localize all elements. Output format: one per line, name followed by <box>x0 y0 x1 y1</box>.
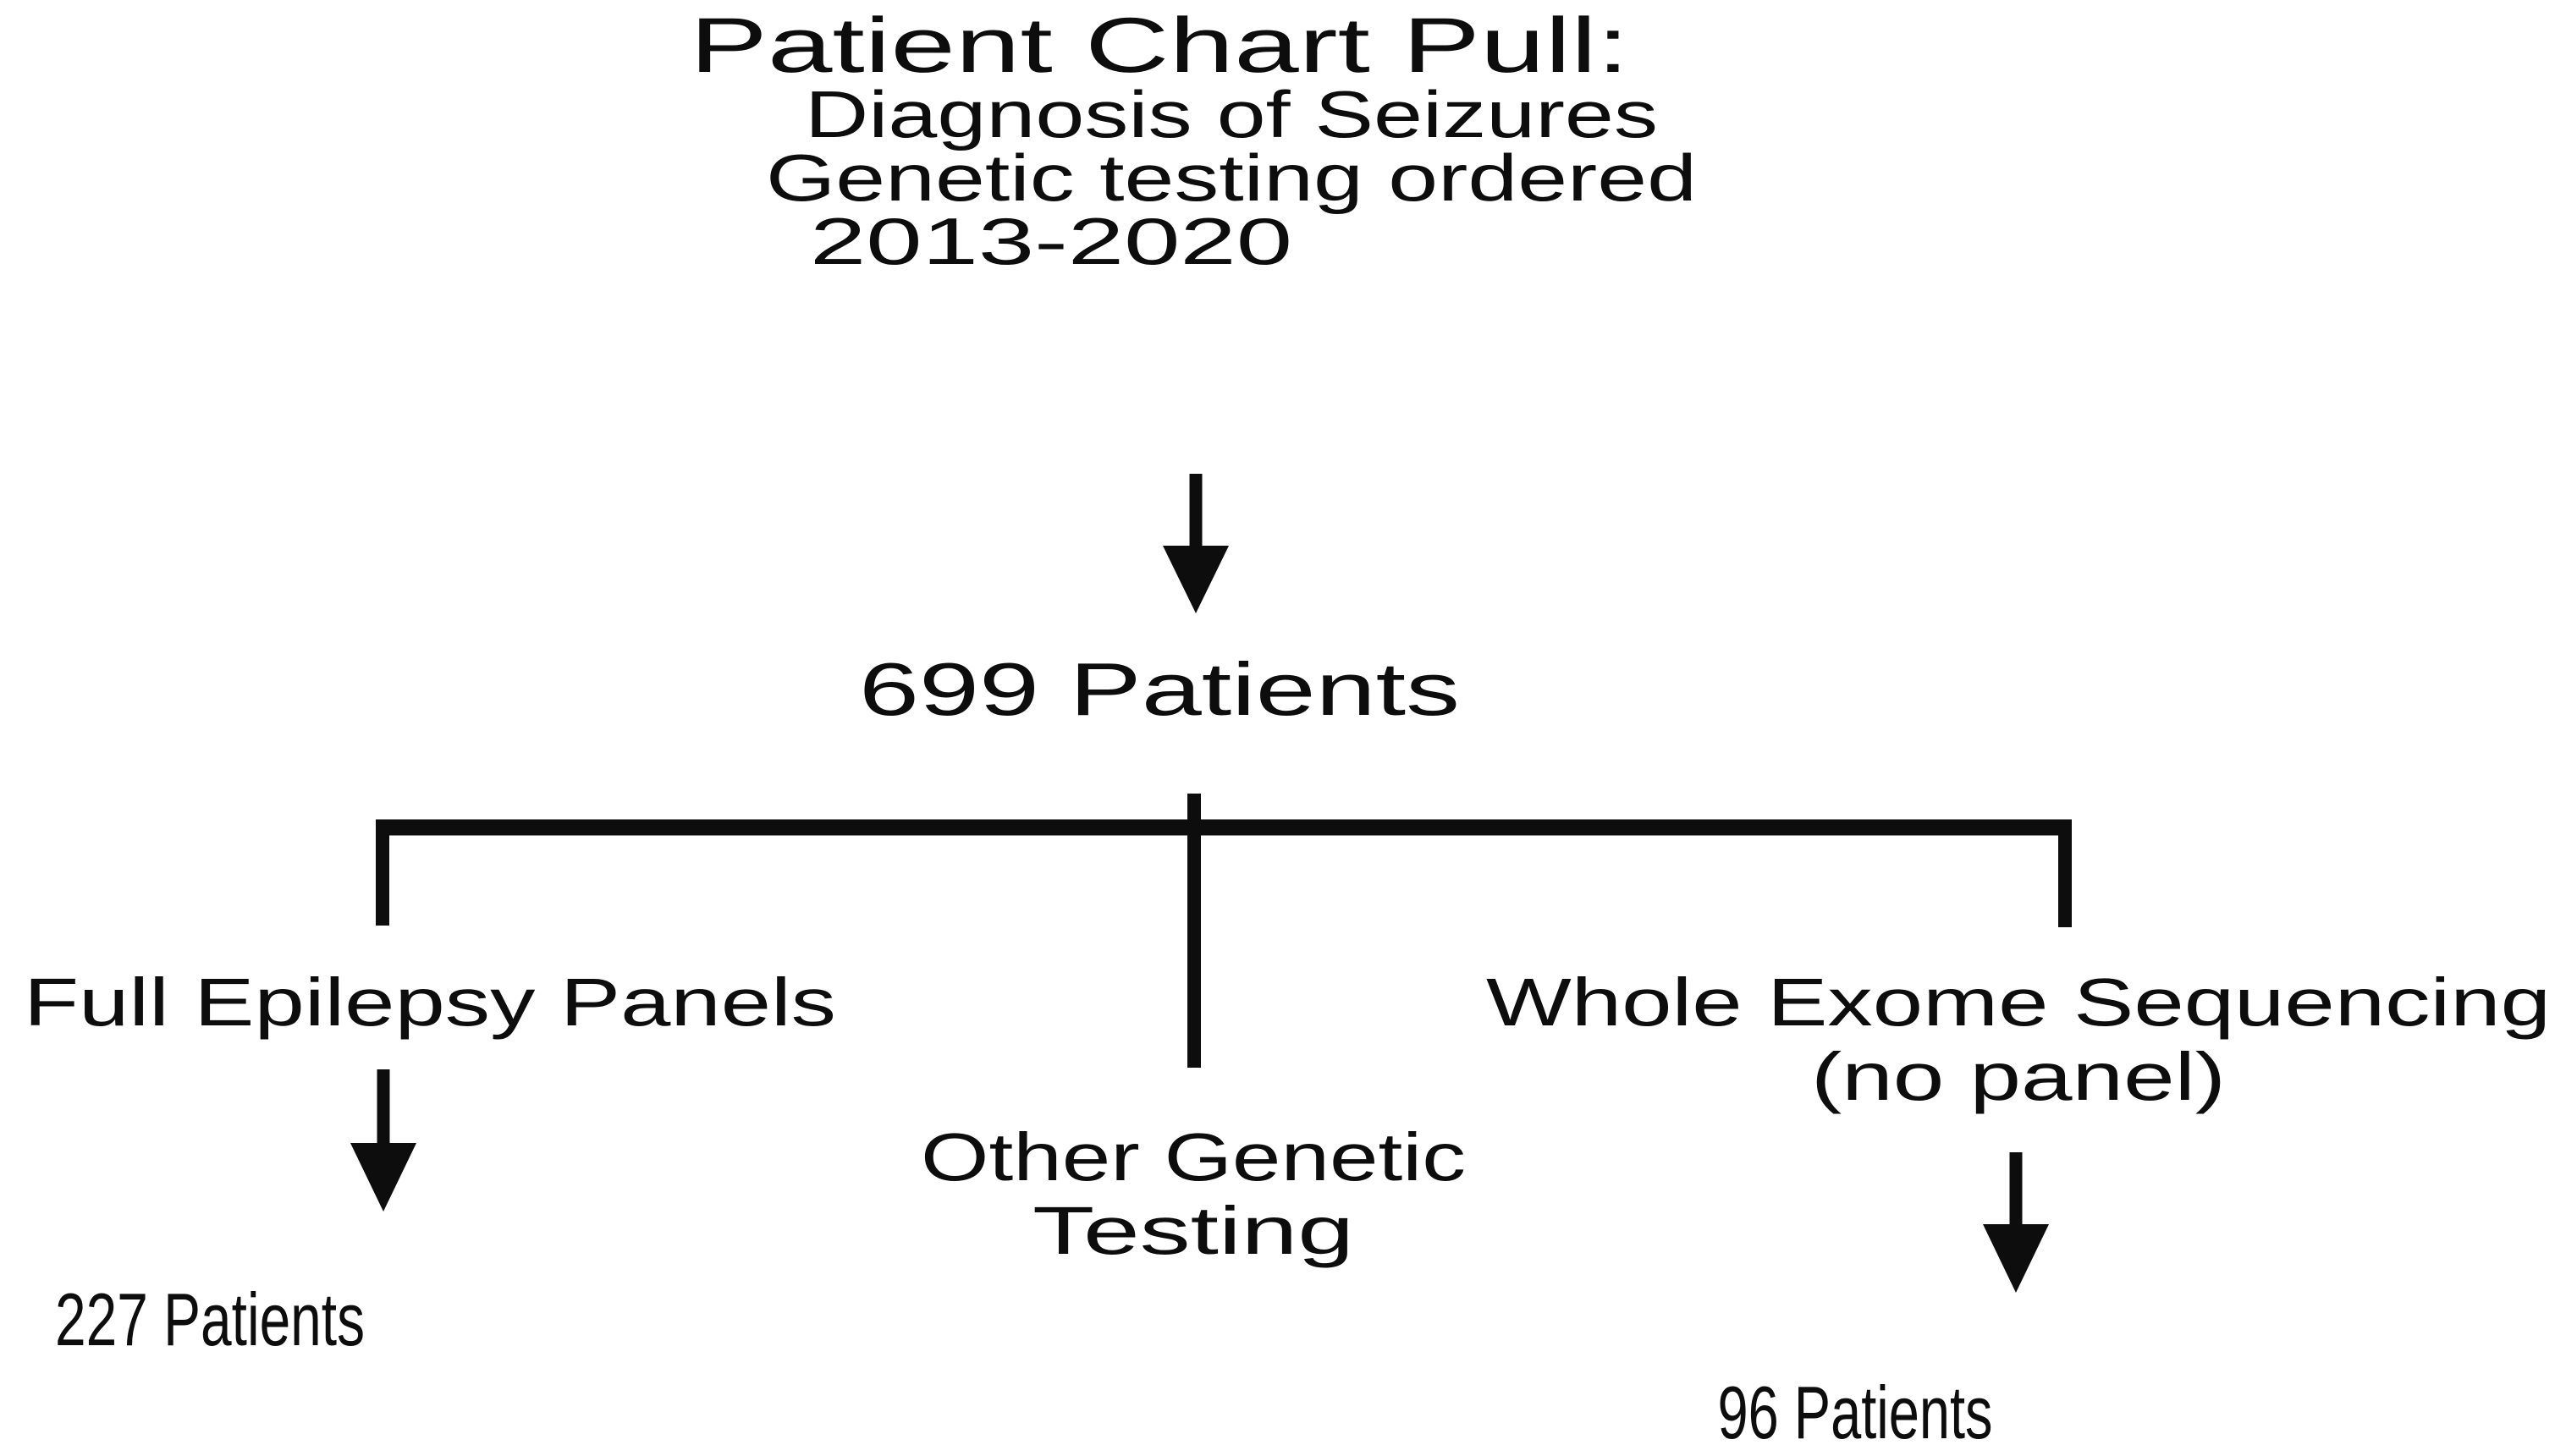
header-line-testing: Genetic testing ordered <box>766 140 1697 215</box>
branch-label-whole-exome-sequencing-line2: (no panel) <box>1811 1039 2226 1114</box>
branch-label-whole-exome-sequencing-line1: Whole Exome Sequencing <box>1486 964 2551 1040</box>
root-down-arrow-icon <box>1163 474 1229 613</box>
branch-label-other-genetic-testing-line1: Other Genetic <box>921 1119 1466 1195</box>
branch-result-full-epilepsy-panels: 227 Patients <box>55 1277 365 1361</box>
left-branch-down-arrow-icon <box>350 1069 416 1212</box>
branch-label-full-epilepsy-panels: Full Epilepsy Panels <box>24 964 836 1040</box>
branch-label-other-genetic-testing-line2: Testing <box>1032 1193 1354 1268</box>
header-line-years: 2013-2020 <box>810 204 1292 278</box>
diagram-title: Patient Chart Pull: <box>690 3 1629 89</box>
branch-connector <box>376 794 2072 1068</box>
branch-result-whole-exome-sequencing: 96 Patients <box>1718 1371 1993 1454</box>
header-line-diagnosis: Diagnosis of Seizures <box>805 77 1658 151</box>
root-node-label: 699 Patients <box>859 647 1460 731</box>
right-branch-down-arrow-icon <box>1983 1152 2049 1293</box>
